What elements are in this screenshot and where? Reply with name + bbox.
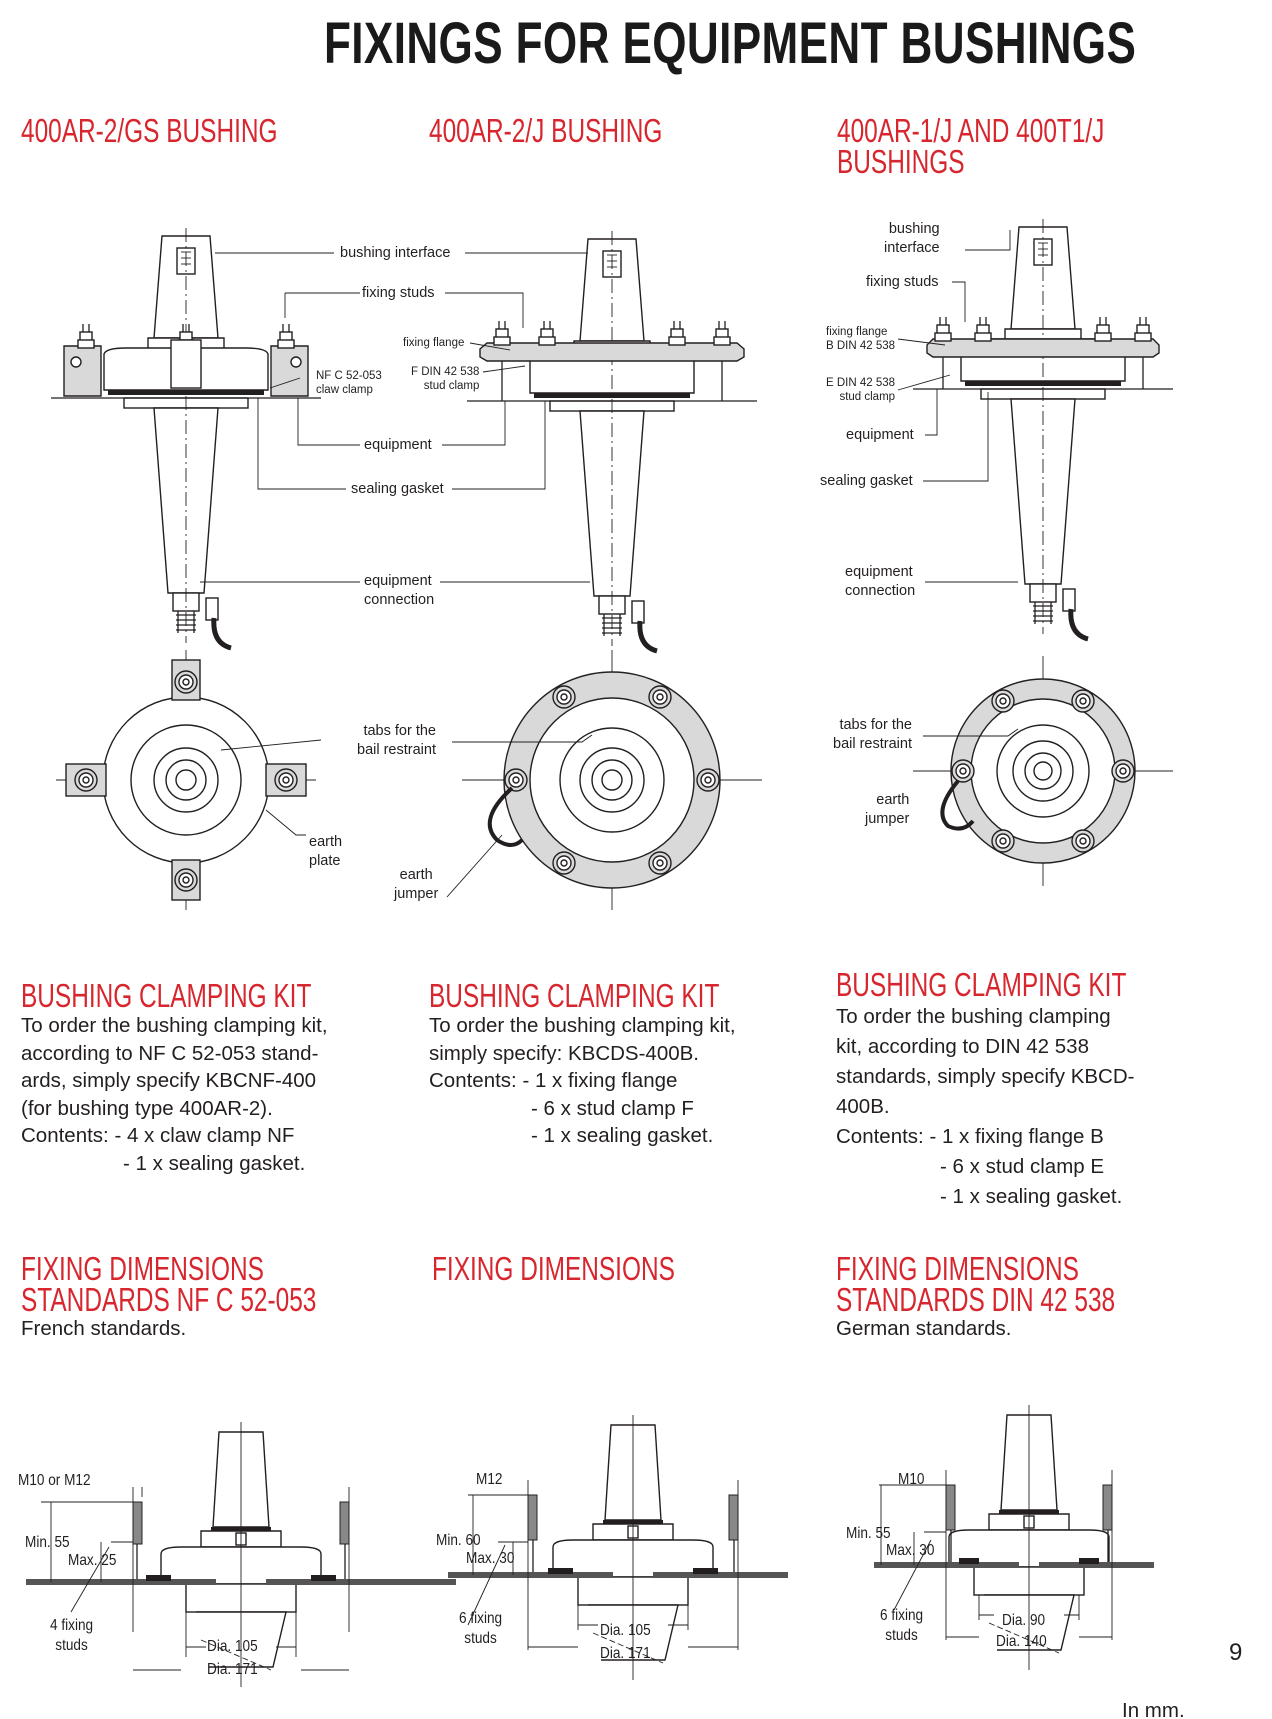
label-fixing-flange: fixing flange <box>403 337 465 349</box>
plan-view-400ar1j <box>913 656 1173 886</box>
heading-400ar2j: 400AR-2/J BUSHING <box>429 112 663 149</box>
dim-min-2: Min. 60 <box>436 1532 481 1549</box>
bushing-400ar2j-side-view <box>467 231 757 651</box>
dim-min-3: Min. 55 <box>846 1525 891 1542</box>
dim-max-3: Max. 30 <box>886 1542 935 1559</box>
kit-text-2: To order the bushing clamping kit,simply… <box>429 1014 736 1147</box>
bushing-400ar2gs-side-view <box>51 228 321 648</box>
label-bushing-interface: bushing interface <box>340 245 451 261</box>
bushing-400ar1j-side-view <box>913 219 1173 639</box>
dimension-drawing-din <box>874 1404 1154 1671</box>
dim-dia-outer-3: Dia. 140 <box>996 1633 1047 1650</box>
label-equipment: equipment <box>364 437 432 453</box>
dim-dia-outer-1: Dia. 171 <box>207 1661 258 1678</box>
plan-view-400ar2j <box>446 650 762 910</box>
kit-heading-2: BUSHING CLAMPING KIT <box>429 977 720 1014</box>
dim-max-1: Max. 25 <box>68 1552 117 1569</box>
label-equipment-3: equipment <box>846 427 914 443</box>
dim-thread-2: M12 <box>476 1471 503 1488</box>
page-number: 9 <box>1229 1639 1243 1666</box>
dim-thread-1: M10 or M12 <box>18 1472 91 1489</box>
dim-sub-1: French standards. <box>21 1317 187 1340</box>
dim-dia-inner-2: Dia. 105 <box>600 1622 651 1639</box>
kit-heading-3: BUSHING CLAMPING KIT <box>836 966 1127 1003</box>
kit-heading-1: BUSHING CLAMPING KIT <box>21 977 312 1014</box>
label-fixing-studs: fixing studs <box>362 285 435 301</box>
dim-dia-inner-3: Dia. 90 <box>1002 1612 1046 1629</box>
dimension-drawing-j <box>448 1414 788 1681</box>
dim-dia-inner-1: Dia. 105 <box>207 1638 258 1655</box>
kit-text-1: To order the bushing clamping kit,accord… <box>21 1014 328 1175</box>
plan-view-400ar2gs <box>56 650 322 910</box>
label-fixing-studs-3: fixing studs <box>866 274 939 290</box>
dim-min-1: Min. 55 <box>25 1534 70 1551</box>
dim-thread-3: M10 <box>898 1471 925 1488</box>
dim-dia-outer-2: Dia. 171 <box>600 1645 651 1662</box>
label-sealing-gasket: sealing gasket <box>351 481 444 497</box>
dim-heading-2: FIXING DIMENSIONS <box>432 1250 675 1287</box>
units-note: In mm. <box>1122 1699 1185 1719</box>
dim-max-2: Max. 30 <box>466 1550 515 1567</box>
dimension-drawing-nf <box>26 1421 456 1688</box>
dim-sub-3: German standards. <box>836 1317 1012 1340</box>
page-title: FIXINGS FOR EQUIPMENT BUSHINGS <box>324 11 1137 76</box>
leader-lines-row1 <box>200 230 1018 583</box>
heading-400ar2gs: 400AR-2/GS BUSHING <box>21 112 278 149</box>
label-sealing-gasket-3: sealing gasket <box>820 473 913 489</box>
